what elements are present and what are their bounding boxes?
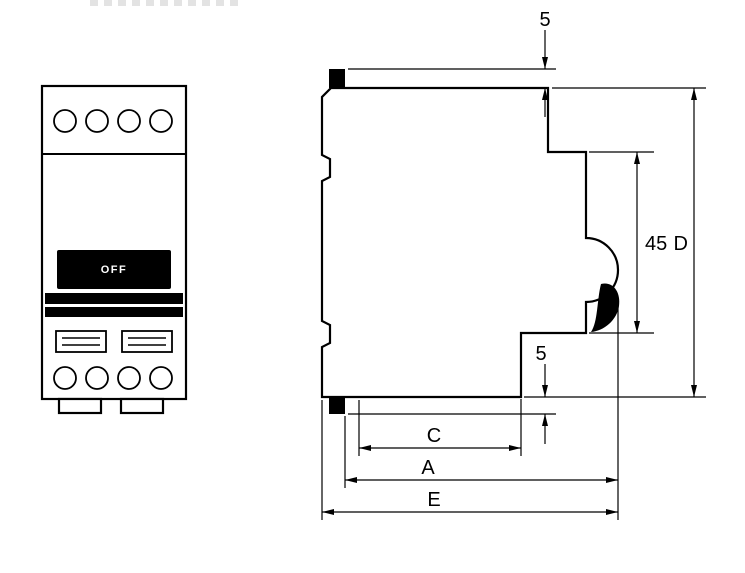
- mounting-tab-left: [57, 397, 103, 415]
- dimension-label-mount-depth: A: [421, 457, 435, 479]
- terminal-screw-bottom-3: [117, 366, 141, 390]
- dimension-front-height: 45: [589, 151, 667, 334]
- toggle-handle-side: [591, 283, 620, 332]
- dimension-label-bottom-clip: 5: [535, 343, 546, 365]
- terminal-screw-top-3: [117, 109, 141, 133]
- terminal-screw-top-4: [149, 109, 173, 133]
- side-profile-outline: [320, 86, 620, 399]
- terminal-window-left: [55, 330, 107, 353]
- terminal-screw-top-1: [53, 109, 77, 133]
- terminal-screw-bottom-1: [53, 366, 77, 390]
- dimension-label-overall-depth: E: [427, 489, 440, 511]
- toggle-switch-handle: [57, 250, 171, 289]
- dimension-overall-depth: E: [321, 400, 618, 520]
- dimension-label-overall-height: D: [674, 233, 688, 255]
- dimension-label-body-depth: C: [427, 425, 441, 447]
- dimension-label-top-clip: 5: [539, 9, 550, 31]
- dimensions: 5 45 D 5 C: [321, 9, 706, 520]
- din-clip-tab-bottom: [329, 397, 345, 414]
- terminal-window-right: [121, 330, 173, 353]
- mounting-tab-right: [119, 397, 165, 415]
- dimension-top-clip: 5: [348, 9, 556, 117]
- terminal-screw-bottom-4: [149, 366, 173, 390]
- toggle-bezel-strip-1: [45, 293, 183, 304]
- toggle-label: OFF: [101, 264, 128, 276]
- terminal-screw-top-2: [85, 109, 109, 133]
- front-view: OFF: [40, 84, 188, 415]
- din-clip-tab-top: [329, 69, 345, 88]
- dimension-body-depth: C: [358, 399, 522, 456]
- side-view: [320, 69, 620, 414]
- dimension-mount-depth: A: [344, 302, 619, 520]
- toggle-bezel-strip-2: [45, 307, 183, 317]
- dimension-label-front-height: 45: [645, 233, 667, 255]
- terminal-screw-bottom-2: [85, 366, 109, 390]
- dimension-overall-height: D: [524, 87, 706, 398]
